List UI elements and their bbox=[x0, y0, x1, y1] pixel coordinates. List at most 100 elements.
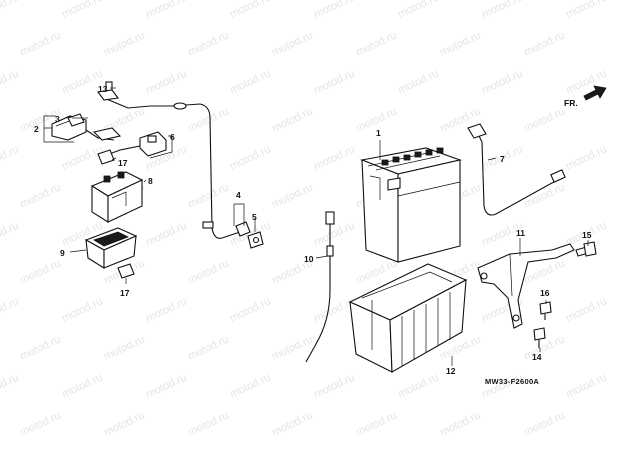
watermark-text: motod.ru bbox=[186, 257, 230, 286]
leader-lines bbox=[43, 87, 589, 366]
watermark-text: motod.ru bbox=[438, 409, 482, 438]
watermark-text: motod.ru bbox=[270, 29, 314, 58]
watermark-text: motod.ru bbox=[480, 371, 524, 400]
connector-3[interactable] bbox=[67, 113, 85, 127]
watermark-text: motod.ru bbox=[186, 333, 230, 362]
battery-hold-bracket[interactable] bbox=[477, 243, 575, 329]
watermark-text: motod.ru bbox=[270, 181, 314, 210]
watermark-text: motod.ru bbox=[270, 409, 314, 438]
front-direction-arrow-icon bbox=[583, 85, 607, 101]
watermark-text: motod.ru bbox=[522, 105, 566, 134]
watermark-text: motod.ru bbox=[0, 219, 21, 248]
callout-4: 4 bbox=[236, 190, 241, 200]
watermark-text: motod.ru bbox=[102, 333, 146, 362]
watermark-text: motod.ru bbox=[18, 29, 62, 58]
callout-8: 8 bbox=[148, 176, 153, 186]
fuse-holder[interactable] bbox=[103, 131, 167, 157]
watermark-text: motod.ru bbox=[228, 67, 272, 96]
watermark-text: motod.ru bbox=[144, 371, 188, 400]
connector-17-upper[interactable] bbox=[97, 149, 115, 165]
watermark-text: motod.ru bbox=[354, 29, 398, 58]
watermark-text: motod.ru bbox=[564, 295, 608, 324]
watermark-text: motod.ru bbox=[18, 181, 62, 210]
watermark-text: motod.ru bbox=[102, 409, 146, 438]
watermark-text: motod.ru bbox=[0, 371, 21, 400]
callout-7: 7 bbox=[500, 154, 505, 164]
callout-11: 11 bbox=[516, 228, 525, 238]
watermark-text: motod.ru bbox=[60, 371, 104, 400]
watermark-text: motod.ru bbox=[144, 0, 188, 21]
callout-12: 12 bbox=[446, 366, 456, 376]
watermark-text: motod.ru bbox=[102, 29, 146, 58]
callout-9: 9 bbox=[60, 248, 65, 258]
bolt-13[interactable] bbox=[97, 81, 119, 101]
watermark-layer: motod.ru motod.ru motod.ru motod.ru motod.ru… bbox=[0, 0, 609, 439]
diagram-code: MW33-F2600A bbox=[485, 377, 539, 386]
watermark-text: motod.ru bbox=[18, 257, 62, 286]
watermark-text: motod.ru bbox=[144, 219, 188, 248]
watermark-text: motod.ru bbox=[522, 29, 566, 58]
watermark-text: motod.ru bbox=[312, 143, 356, 172]
callout-13: 13 bbox=[98, 84, 108, 94]
watermark-text: motod.ru bbox=[270, 105, 314, 134]
battery-positive-cable[interactable] bbox=[467, 123, 566, 216]
bolt-15[interactable] bbox=[575, 241, 597, 257]
callout-labels: 1 2 3 4 5 6 7 8 9 10 11 12 13 14 15 16 1… bbox=[34, 84, 592, 376]
watermark-text: motod.ru bbox=[60, 143, 104, 172]
watermark-text: motod.ru bbox=[144, 295, 188, 324]
watermark-text: motod.ru bbox=[312, 0, 356, 21]
breather-tube[interactable] bbox=[305, 211, 335, 363]
starter-relay[interactable] bbox=[90, 171, 144, 223]
callout-17-upper: 17 bbox=[118, 158, 128, 168]
watermark-text: motod.ru bbox=[60, 0, 104, 21]
bolt-5[interactable] bbox=[247, 231, 264, 249]
watermark-text: motod.ru bbox=[144, 67, 188, 96]
bolt-16[interactable] bbox=[539, 301, 552, 320]
callout-6: 6 bbox=[170, 132, 175, 142]
front-direction-label: FR. bbox=[564, 98, 578, 108]
battery-case[interactable] bbox=[348, 263, 468, 373]
callout-17-lower: 17 bbox=[120, 288, 130, 298]
watermark-text: motod.ru bbox=[480, 67, 524, 96]
watermark-text: motod.ru bbox=[228, 295, 272, 324]
callout-2: 2 bbox=[34, 124, 39, 134]
watermark-text: motod.ru bbox=[396, 371, 440, 400]
watermark-text: motod.ru bbox=[0, 295, 21, 324]
watermark-text: motod.ru bbox=[0, 67, 21, 96]
callout-14: 14 bbox=[532, 352, 542, 362]
battery[interactable] bbox=[360, 147, 462, 263]
starter-cable[interactable] bbox=[103, 97, 251, 239]
watermark-text: motod.ru bbox=[564, 0, 608, 21]
watermark-text: motod.ru bbox=[564, 143, 608, 172]
watermark-text: motod.ru bbox=[438, 29, 482, 58]
watermark-text: motod.ru bbox=[354, 409, 398, 438]
watermark-text: motod.ru bbox=[312, 371, 356, 400]
connector-17-lower[interactable] bbox=[117, 263, 135, 279]
watermark-text: motod.ru bbox=[60, 295, 104, 324]
watermark-text: motod.ru bbox=[18, 333, 62, 362]
relay-rubber-holder[interactable] bbox=[84, 227, 138, 269]
watermark-text: motod.ru bbox=[228, 0, 272, 21]
callout-3: 3 bbox=[55, 114, 60, 124]
watermark-text: motod.ru bbox=[0, 143, 21, 172]
callout-10: 10 bbox=[304, 254, 314, 264]
watermark-text: motod.ru bbox=[396, 67, 440, 96]
watermark-text: motod.ru bbox=[18, 409, 62, 438]
watermark-text: motod.ru bbox=[228, 143, 272, 172]
watermark-text: motod.ru bbox=[0, 0, 21, 21]
watermark-text: motod.ru bbox=[564, 371, 608, 400]
watermark-text: motod.ru bbox=[186, 181, 230, 210]
watermark-text: motod.ru bbox=[186, 409, 230, 438]
callout-1: 1 bbox=[376, 128, 381, 138]
watermark-text: motod.ru bbox=[396, 0, 440, 21]
watermark-text: motod.ru bbox=[186, 29, 230, 58]
watermark-text: motod.ru bbox=[312, 67, 356, 96]
watermark-text: motod.ru bbox=[480, 0, 524, 21]
callout-16: 16 bbox=[540, 288, 550, 298]
bolt-14[interactable] bbox=[533, 327, 546, 348]
callout-5: 5 bbox=[252, 212, 257, 222]
watermark-text: motod.ru bbox=[522, 409, 566, 438]
watermark-text: motod.ru bbox=[228, 371, 272, 400]
